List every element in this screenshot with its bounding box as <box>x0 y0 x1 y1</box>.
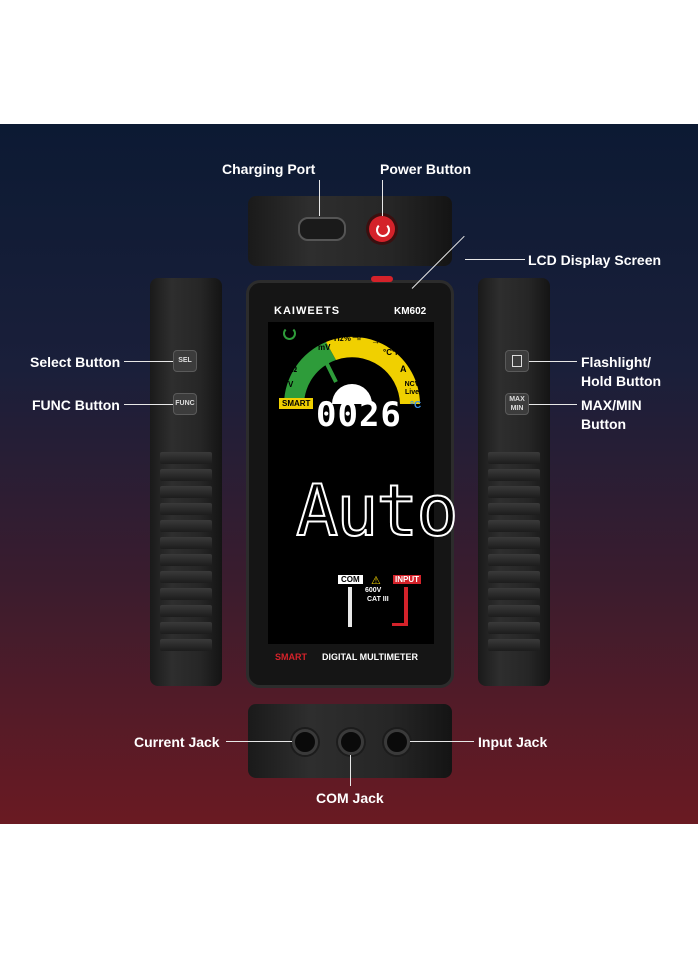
lcd-reading: 0026 <box>316 395 402 435</box>
power-icon <box>376 223 390 237</box>
arc-label-mv: mV <box>318 343 331 352</box>
line-com-jack <box>350 755 351 786</box>
arc-label-v: V <box>288 380 294 389</box>
left-side-ribs <box>160 452 212 656</box>
line-charging-port <box>319 180 320 216</box>
line-current-jack <box>226 741 292 742</box>
flashlight-icon <box>512 355 522 367</box>
label-com-jack: COM Jack <box>316 790 384 806</box>
input-jack <box>384 729 410 755</box>
lcd-com-label: COM <box>338 575 363 584</box>
lcd-rating-volt: 600V <box>365 587 382 594</box>
line-maxmin <box>529 404 577 405</box>
label-lcd-display: LCD Display Screen <box>528 252 662 268</box>
front-top-red-knob <box>371 276 393 282</box>
arc-label-a: A <box>400 364 407 374</box>
label-func-button: FUNC Button <box>32 397 120 413</box>
current-jack <box>292 729 318 755</box>
label-charging-port: Charging Port <box>222 161 316 177</box>
flashlight-hold-button <box>505 350 529 372</box>
lcd-arc-gauge <box>284 336 420 404</box>
line-lcd-display-h <box>465 259 525 260</box>
label-maxmin-line2: Button <box>581 416 627 432</box>
label-flashlight-hold-line2: Hold Button <box>581 373 662 389</box>
lcd-mode-auto: Auto <box>295 469 460 553</box>
arc-label-diode: → <box>371 336 380 346</box>
arc-label-ncv: NCV Live <box>404 381 420 396</box>
select-button: SEL <box>173 350 197 372</box>
arc-label-cap: ⊣⊢ <box>352 333 366 342</box>
lcd-rating-cat: CAT III <box>367 596 389 603</box>
right-side-body <box>478 278 550 686</box>
top-view-body <box>248 196 452 266</box>
left-side-body <box>150 278 222 686</box>
label-flashlight-hold-line1: Flashlight/ <box>581 354 651 370</box>
line-select-button <box>124 361 173 362</box>
charging-port <box>298 217 346 241</box>
line-power-button <box>382 180 383 216</box>
brand-logo: KAIWEETS <box>274 305 341 317</box>
label-maxmin-line1: MAX/MIN <box>581 397 642 413</box>
lcd-smart-tag: SMART <box>279 398 314 409</box>
lcd-com-probe <box>348 587 352 627</box>
right-side-ribs <box>488 452 540 656</box>
line-func-button <box>124 404 173 405</box>
min-text: MIN <box>510 405 524 412</box>
model-number: KM602 <box>394 306 427 317</box>
lcd-unit: °C <box>410 400 422 411</box>
front-device-name: DIGITAL MULTIMETER <box>322 652 418 662</box>
line-input-jack <box>410 741 474 742</box>
arc-label-temp: °C°F <box>383 348 401 357</box>
func-button: FUNC <box>173 393 197 415</box>
lcd-input-probe-tip <box>392 623 408 626</box>
label-current-jack: Current Jack <box>134 734 220 750</box>
lcd-power-icon <box>283 327 296 340</box>
front-smart-label: SMART <box>275 652 307 662</box>
label-power-button: Power Button <box>380 161 471 177</box>
maxmin-button: MAX MIN <box>505 393 529 415</box>
label-input-jack: Input Jack <box>478 734 548 750</box>
com-jack <box>338 729 364 755</box>
max-text: MAX <box>509 396 525 403</box>
lcd-input-label: INPUT <box>393 575 421 584</box>
line-flashlight-hold <box>529 361 577 362</box>
label-select-button: Select Button <box>30 354 121 370</box>
lcd-input-probe <box>404 587 408 625</box>
arc-label-ohm: Ω <box>290 364 298 374</box>
warning-icon: ⚠ <box>371 575 381 587</box>
arc-label-hz: Hz% <box>334 334 351 343</box>
